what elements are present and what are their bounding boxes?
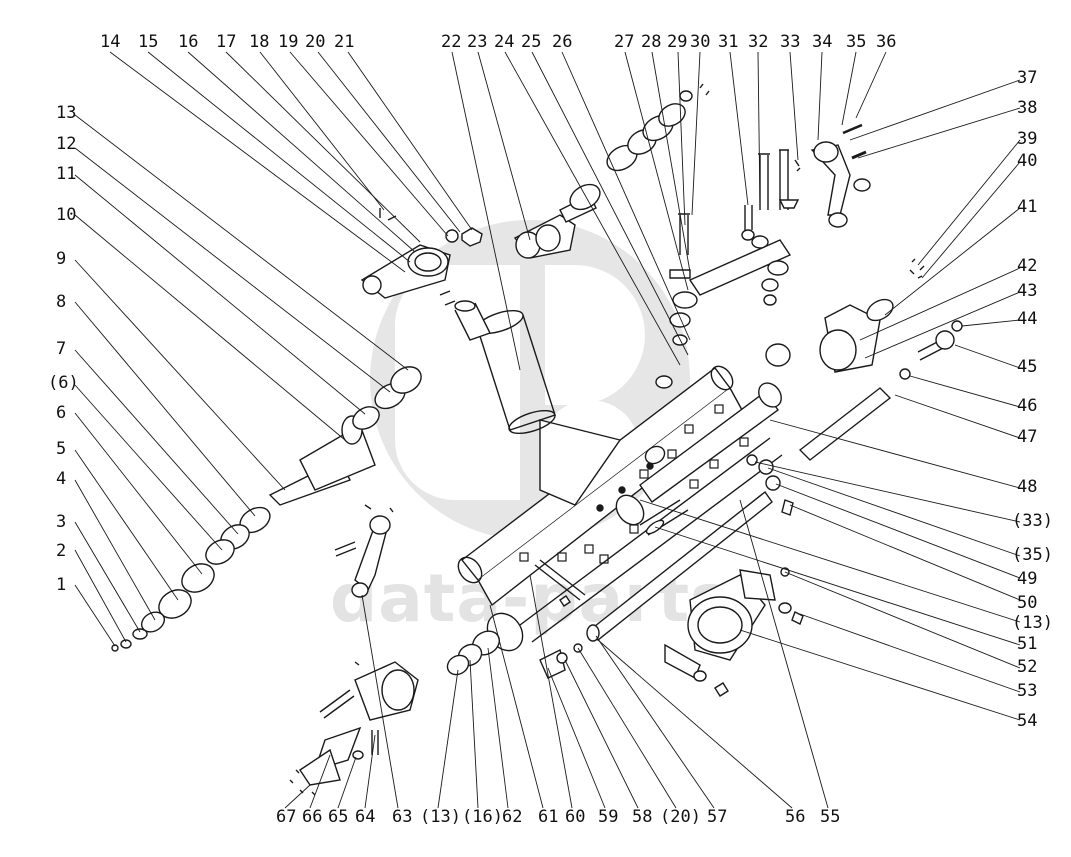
part-label-top: 36 bbox=[876, 32, 897, 52]
part-label-left: 7 bbox=[56, 339, 67, 359]
part-label-top: 14 bbox=[100, 32, 121, 52]
part-label-top: 22 bbox=[441, 32, 462, 52]
part-label-top: 24 bbox=[494, 32, 515, 52]
part-label-top: 20 bbox=[305, 32, 326, 52]
part-label-right: 40 bbox=[1017, 151, 1038, 171]
part-label-left: 3 bbox=[56, 512, 67, 532]
leader-lines bbox=[74, 51, 1021, 809]
part-label-bottom: 60 bbox=[565, 807, 586, 827]
part-label-top: 21 bbox=[334, 32, 355, 52]
part-label-top: 27 bbox=[614, 32, 635, 52]
part-label-right: 38 bbox=[1017, 98, 1038, 118]
part-label-right: 43 bbox=[1017, 281, 1038, 301]
long-rod bbox=[798, 387, 892, 461]
kingpin-shaft bbox=[454, 300, 556, 435]
part-label-bottom: (16) bbox=[462, 807, 503, 827]
tie-rod-assembly bbox=[606, 83, 801, 346]
left-lower-arm bbox=[334, 504, 394, 598]
part-label-right: 53 bbox=[1017, 681, 1038, 701]
part-label-left: (6) bbox=[48, 373, 79, 393]
part-label-top: 32 bbox=[748, 32, 769, 52]
part-label-top: 35 bbox=[846, 32, 867, 52]
axle-beam bbox=[457, 365, 783, 652]
part-label-top: 19 bbox=[278, 32, 299, 52]
part-label-top: 23 bbox=[467, 32, 488, 52]
part-label-right: 54 bbox=[1017, 711, 1038, 731]
part-label-right: (33) bbox=[1012, 511, 1053, 531]
right-lower-bracket bbox=[664, 567, 804, 697]
part-label-left: 8 bbox=[56, 292, 67, 312]
part-label-right: 47 bbox=[1017, 427, 1038, 447]
part-label-left: 5 bbox=[56, 439, 67, 459]
part-label-right: 50 bbox=[1017, 593, 1038, 613]
part-label-bottom: 55 bbox=[820, 807, 841, 827]
right-steering-arm bbox=[810, 123, 871, 228]
part-label-left: 13 bbox=[56, 103, 77, 123]
part-label-right: 37 bbox=[1017, 68, 1038, 88]
part-label-bottom: 57 bbox=[707, 807, 728, 827]
part-label-right: 42 bbox=[1017, 256, 1038, 276]
part-label-top: 26 bbox=[552, 32, 573, 52]
part-label-bottom: (13) bbox=[420, 807, 461, 827]
part-label-top: 28 bbox=[641, 32, 662, 52]
part-label-right: 41 bbox=[1017, 197, 1038, 217]
part-label-left: 12 bbox=[56, 134, 77, 154]
part-label-right: 52 bbox=[1017, 657, 1038, 677]
part-label-left: 2 bbox=[56, 541, 67, 561]
part-label-bottom: 62 bbox=[502, 807, 523, 827]
part-label-bottom: 64 bbox=[355, 807, 376, 827]
part-label-left: 11 bbox=[56, 164, 77, 184]
part-label-left: 1 bbox=[56, 575, 67, 595]
right-knuckle bbox=[765, 258, 963, 380]
left-steering-arm bbox=[360, 208, 483, 306]
part-label-bottom: 59 bbox=[598, 807, 619, 827]
part-label-top: 18 bbox=[249, 32, 270, 52]
part-label-bottom: 61 bbox=[538, 807, 559, 827]
part-label-bottom: (20) bbox=[660, 807, 701, 827]
part-label-bottom: 65 bbox=[328, 807, 349, 827]
yoke bbox=[513, 183, 601, 259]
part-label-bottom: 56 bbox=[785, 807, 806, 827]
part-label-right: 46 bbox=[1017, 396, 1038, 416]
part-label-right: 45 bbox=[1017, 357, 1038, 377]
part-label-top: 17 bbox=[216, 32, 237, 52]
part-label-right: 51 bbox=[1017, 634, 1038, 654]
part-label-right: 48 bbox=[1017, 477, 1038, 497]
part-label-left: 9 bbox=[56, 249, 67, 269]
part-label-right: 49 bbox=[1017, 569, 1038, 589]
part-label-left: 10 bbox=[56, 205, 77, 225]
part-label-top: 33 bbox=[780, 32, 801, 52]
part-label-top: 31 bbox=[718, 32, 739, 52]
part-label-bottom: 63 bbox=[392, 807, 413, 827]
part-label-right: (13) bbox=[1012, 613, 1053, 633]
part-label-right: 44 bbox=[1017, 309, 1038, 329]
left-lower-knuckle bbox=[289, 661, 419, 796]
part-label-bottom: 58 bbox=[632, 807, 653, 827]
part-label-bottom: 67 bbox=[276, 807, 297, 827]
part-label-top: 30 bbox=[690, 32, 711, 52]
left-spindle bbox=[111, 366, 422, 652]
part-label-top: 25 bbox=[521, 32, 542, 52]
part-label-left: 4 bbox=[56, 469, 67, 489]
part-label-top: 29 bbox=[667, 32, 688, 52]
part-label-right: 39 bbox=[1017, 129, 1038, 149]
part-label-top: 34 bbox=[812, 32, 833, 52]
part-label-right: (35) bbox=[1012, 545, 1053, 565]
part-label-top: 16 bbox=[178, 32, 199, 52]
part-label-bottom: 66 bbox=[302, 807, 323, 827]
part-label-left: 6 bbox=[56, 403, 67, 423]
part-label-top: 15 bbox=[138, 32, 159, 52]
